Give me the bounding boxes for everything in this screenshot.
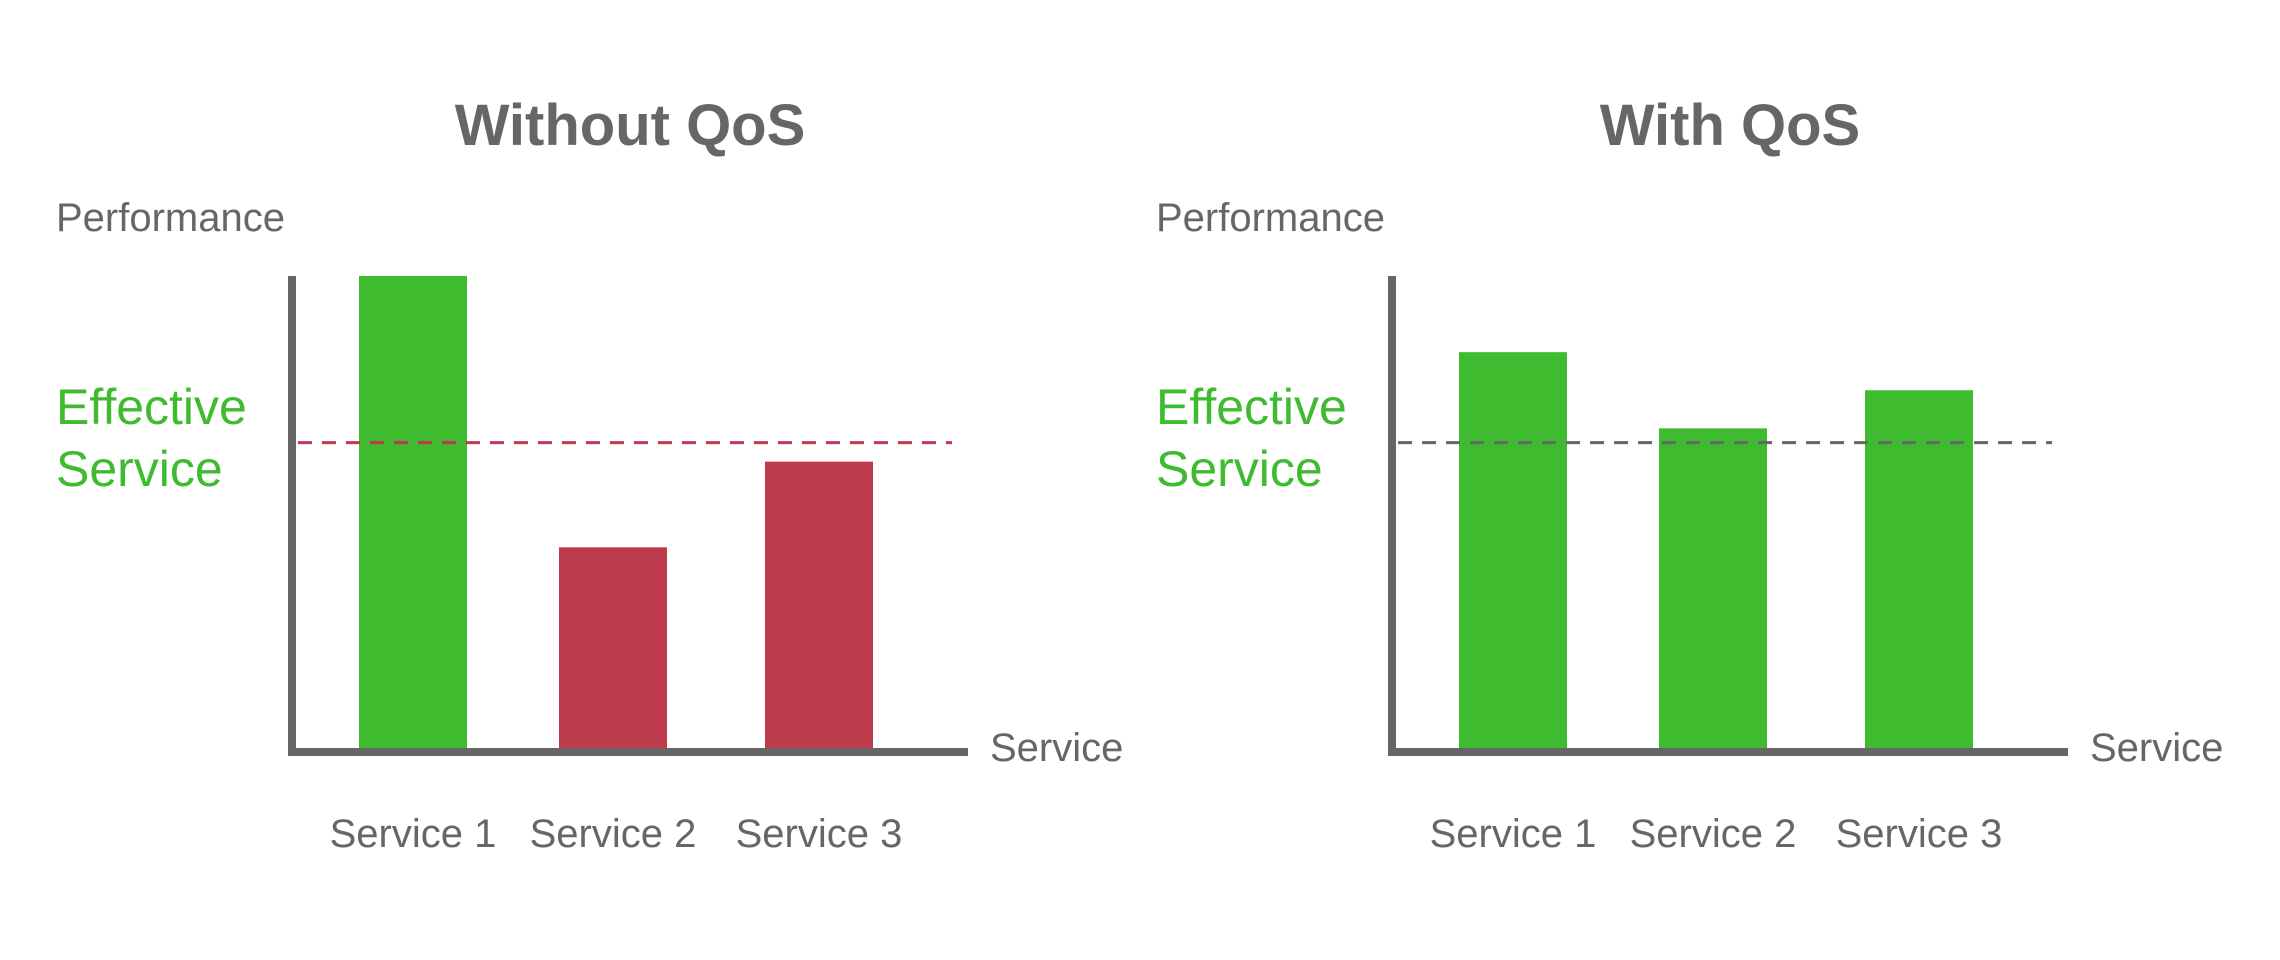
plot-area bbox=[288, 276, 968, 756]
threshold-label: Effective Service bbox=[56, 376, 296, 500]
threshold-label-line2: Service bbox=[1156, 441, 1323, 497]
x-tick-label: Service 2 bbox=[529, 812, 697, 856]
x-tick-label: Service 3 bbox=[1835, 812, 2003, 856]
bar-2 bbox=[1659, 428, 1767, 752]
bar-2 bbox=[559, 547, 667, 752]
x-tick-label: Service 1 bbox=[329, 812, 497, 856]
bar-1 bbox=[1459, 352, 1567, 752]
y-axis-label: Performance bbox=[56, 196, 285, 240]
x-tick-label: Service 1 bbox=[1429, 812, 1597, 856]
x-tick-label: Service 2 bbox=[1629, 812, 1797, 856]
chart-with-qos: With QoS Performance Effective Service S… bbox=[1100, 0, 2240, 960]
threshold-label-line2: Service bbox=[56, 441, 223, 497]
x-axis-label: Service bbox=[990, 726, 1124, 770]
chart-without-qos: Without QoS Performance Effective Servic… bbox=[56, 93, 1124, 856]
bar-3 bbox=[1865, 390, 1973, 752]
threshold-label-line1: Effective bbox=[1156, 379, 1347, 435]
threshold-label-line1: Effective bbox=[56, 379, 247, 435]
chart-title: Without QoS bbox=[454, 93, 806, 158]
bar-3 bbox=[765, 461, 873, 752]
chart-title: With QoS bbox=[1599, 93, 1861, 158]
x-tick-label: Service 3 bbox=[735, 812, 903, 856]
y-axis-label: Performance bbox=[1156, 196, 1385, 240]
x-axis-label: Service bbox=[2090, 726, 2224, 770]
plot-area bbox=[1388, 276, 2068, 756]
threshold-label: Effective Service bbox=[1156, 376, 1396, 500]
bar-1 bbox=[359, 276, 467, 752]
